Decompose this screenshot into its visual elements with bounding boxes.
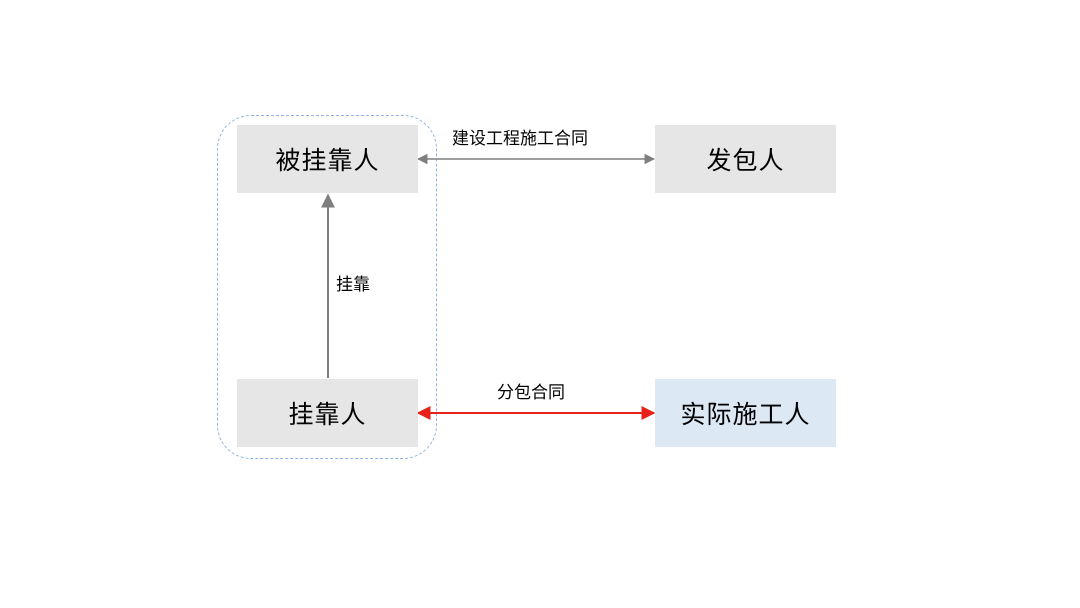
node-affiliate: 挂靠人 [237,379,418,447]
node-label: 发包人 [706,146,785,175]
node-employer: 发包人 [655,125,836,193]
affiliation-label: 挂靠 [336,275,370,295]
dashed-group-outline [217,115,437,459]
node-label: 挂靠人 [288,400,367,429]
node-label: 实际施工人 [680,400,811,429]
node-actual-constructor: 实际施工人 [655,379,836,447]
node-label: 被挂靠人 [275,146,380,175]
construction-contract-label: 建设工程施工合同 [452,129,588,149]
node-affiliated-company: 被挂靠人 [237,125,418,193]
subcontract-label: 分包合同 [497,383,565,403]
